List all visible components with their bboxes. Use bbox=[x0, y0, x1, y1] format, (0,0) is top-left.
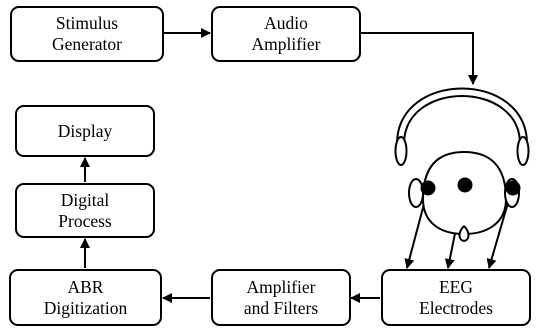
display-label: Display bbox=[57, 120, 113, 141]
abr-digitization-line2: Digitization bbox=[43, 297, 128, 318]
stimulus-generator-line1: Stimulus bbox=[55, 13, 119, 33]
head-icon bbox=[408, 150, 521, 243]
amplifier-filters-line1: Amplifier bbox=[246, 276, 316, 297]
digital-process-box: Digital Process bbox=[15, 183, 155, 238]
eeg-electrodes-line2: Electrodes bbox=[419, 297, 493, 318]
digital-process-line2: Process bbox=[58, 210, 112, 231]
eeg-electrodes-line1: EEG bbox=[438, 276, 474, 297]
electrode-left-icon bbox=[420, 180, 436, 196]
stimulus-generator-box: Stimulus Generator bbox=[10, 6, 164, 62]
abr-digitization-box: ABR Digitization bbox=[9, 269, 162, 326]
audio-amplifier-box: Audio Amplifier bbox=[211, 6, 361, 62]
audio-amplifier-line1: Audio bbox=[264, 13, 308, 33]
arrow-audio-to-headphones bbox=[361, 32, 478, 85]
digital-process-line1: Digital bbox=[60, 189, 110, 210]
abr-digitization-line1: ABR bbox=[67, 276, 104, 297]
amplifier-filters-box: Amplifier and Filters bbox=[211, 269, 351, 326]
electrode-center-icon bbox=[457, 177, 473, 193]
audio-amplifier-line2: Amplifier bbox=[251, 34, 321, 54]
eeg-electrodes-box: EEG Electrodes bbox=[381, 269, 531, 326]
display-box: Display bbox=[15, 105, 155, 157]
amplifier-filters-line2: and Filters bbox=[243, 297, 319, 318]
electrode-right-icon bbox=[505, 180, 521, 196]
headphones-icon bbox=[394, 87, 530, 166]
stimulus-generator-line2: Generator bbox=[52, 34, 122, 54]
